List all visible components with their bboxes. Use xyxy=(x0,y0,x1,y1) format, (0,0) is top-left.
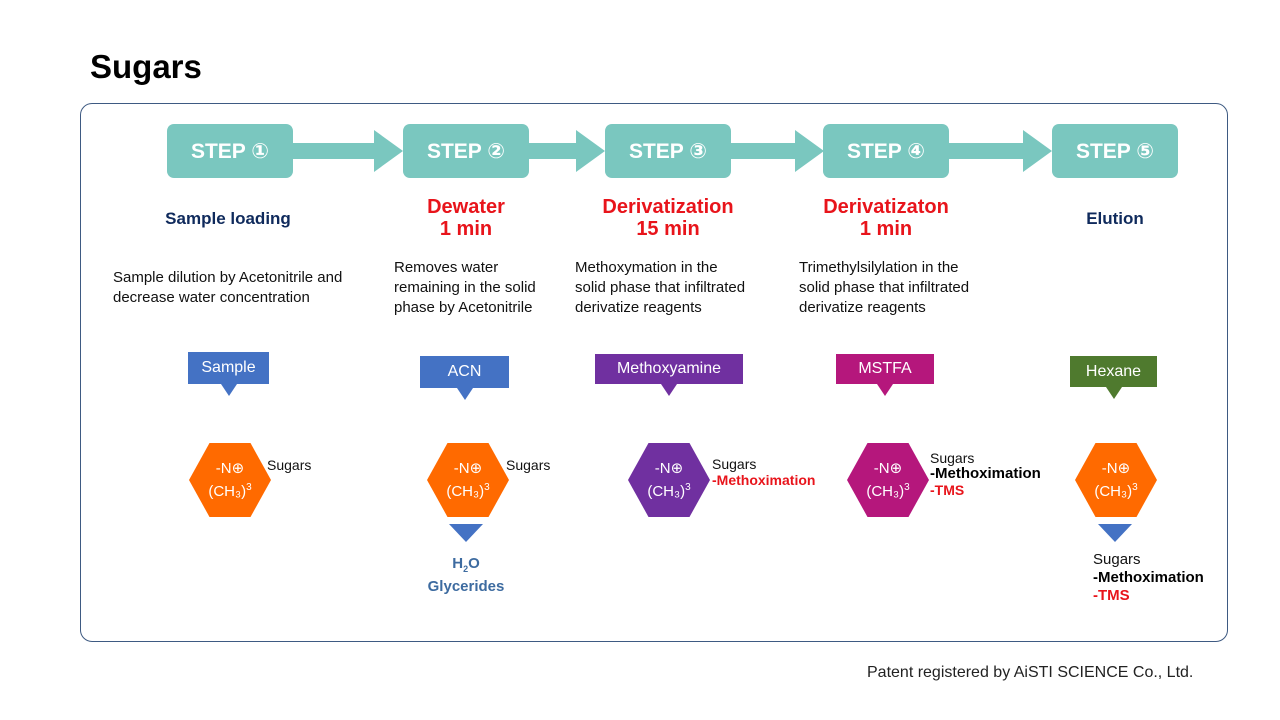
arrow-3-4 xyxy=(730,130,824,172)
patent-footer: Patent registered by AiSTI SCIENCE Co., … xyxy=(867,664,1194,681)
reagent-sample-callout: Sample xyxy=(188,352,269,396)
step-5-heading: Elution xyxy=(1086,209,1144,228)
reagent-acn-callout: ACN xyxy=(420,356,509,400)
step-3-analyte-label: Sugars -Methoximation xyxy=(712,456,816,488)
step-5-elution-arrow xyxy=(1098,524,1132,542)
reagent-hexane-callout: Hexane xyxy=(1070,356,1157,399)
arrow-2-3 xyxy=(528,130,605,172)
step-4-box: STEP ④ xyxy=(823,124,949,178)
step-3-box: STEP ③ xyxy=(605,124,731,178)
step-2-box: STEP ② xyxy=(403,124,529,178)
step-1-heading: Sample loading xyxy=(165,209,291,228)
step-4-analyte-label: Sugars -Methoximation -TMS xyxy=(930,450,1041,498)
arrow-1-2 xyxy=(292,130,403,172)
page-title: Sugars xyxy=(90,48,202,85)
step-5-box: STEP ⑤ xyxy=(1052,124,1178,178)
step-1-analyte-label: Sugars xyxy=(267,457,312,473)
step-2-removed-components: H2O Glycerides xyxy=(427,555,505,595)
step-2-analyte-label: Sugars xyxy=(506,457,551,473)
step-1-box: STEP ① xyxy=(167,124,293,178)
reagent-mstfa-callout: MSTFA xyxy=(836,354,934,396)
reagent-methoxyamine-callout: Methoxyamine xyxy=(595,354,743,396)
arrow-4-5 xyxy=(948,130,1052,172)
step-2-removal-arrow xyxy=(449,524,483,542)
step-4-sorbent-hexagon: -N⊕ (CH₃)3 xyxy=(847,443,929,517)
step-5-eluted-analyte: Sugars -Methoximation -TMS xyxy=(1093,551,1204,604)
process-frame xyxy=(80,103,1228,642)
step-3-sorbent-hexagon: -N⊕ (CH₃)3 xyxy=(628,443,710,517)
